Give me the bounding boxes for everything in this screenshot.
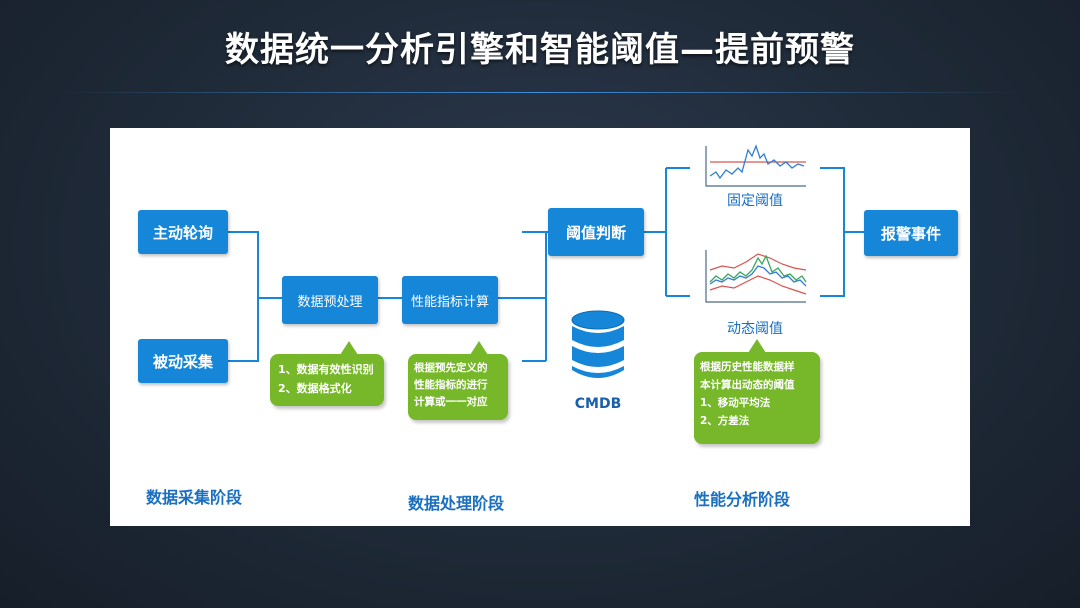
callout-line: 根据预先定义的 (414, 362, 488, 374)
callout-line: 2、数据格式化 (278, 382, 352, 395)
callout-line: 计算或一一对应 (414, 396, 488, 408)
callout-tail (340, 341, 358, 355)
title-divider (60, 92, 1020, 93)
callout-line: 1、数据有效性识别 (278, 363, 374, 376)
fixed-threshold-chart (698, 142, 810, 190)
caption-fixed-threshold: 固定阈值 (727, 193, 783, 209)
callout-line: 根据历史性能数据样 (700, 361, 795, 373)
stage-label-analysis: 性能分析阶段 (694, 490, 791, 509)
stage-label-process: 数据处理阶段 (408, 494, 505, 513)
node-alarm-event: 报警事件 (864, 210, 958, 256)
database-icon (570, 310, 626, 382)
callout-preprocess: 1、数据有效性识别 2、数据格式化 (270, 341, 384, 406)
node-threshold-judge: 阈值判断 (548, 208, 644, 256)
node-passive-collect: 被动采集 (138, 339, 228, 383)
cmdb-label: CMDB (574, 396, 622, 412)
callout-line: 性能指标的进行 (414, 379, 488, 391)
stage-label-collect: 数据采集阶段 (146, 488, 243, 507)
dynamic-threshold-chart (698, 246, 810, 306)
callout-dynamic-threshold: 根据历史性能数据样 本计算出动态的阈值 1、移动平均法 2、方差法 (694, 339, 820, 444)
callout-line: 2、方差法 (700, 415, 750, 427)
callout-tail (748, 339, 766, 353)
callout-tail (470, 341, 488, 355)
connector-lines (228, 167, 864, 362)
node-preprocess: 数据预处理 (282, 276, 378, 324)
diagram-panel: 主动轮询 被动采集 数据预处理 性能指标计算 阈值判断 报警事件 CMDB 固定… (110, 128, 970, 526)
node-active-poll: 主动轮询 (138, 210, 228, 254)
slide-title: 数据统一分析引擎和智能阈值—提前预警 (225, 30, 855, 70)
callout-line: 本计算出动态的阈值 (700, 379, 795, 391)
callout-metric: 根据预先定义的 性能指标的进行 计算或一一对应 (408, 341, 508, 420)
node-metric-calc: 性能指标计算 (402, 276, 498, 324)
caption-dynamic-threshold: 动态阈值 (727, 321, 783, 337)
callout-line: 1、移动平均法 (700, 397, 771, 409)
